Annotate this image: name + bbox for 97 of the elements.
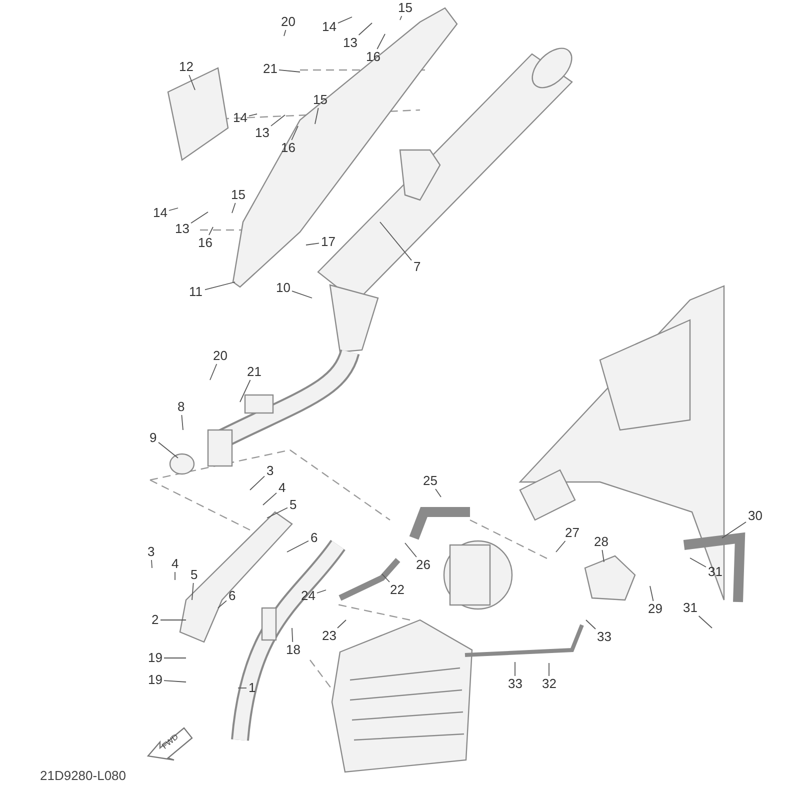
callout-number: 14 (152, 206, 168, 220)
callout-number: 31 (707, 565, 724, 579)
callout-number: 15 (230, 188, 246, 202)
leader-line (400, 16, 402, 20)
leader-line (722, 522, 746, 538)
callout-number: 4 (170, 557, 180, 571)
callout-number: 18 (285, 643, 302, 657)
leader-line (292, 628, 294, 642)
callout-number: 5 (288, 498, 298, 512)
diagram-code: 21D9280-L080 (40, 768, 126, 783)
callout-number: 27 (564, 526, 580, 540)
callout-number: 20 (212, 349, 228, 363)
callout-number: 6 (228, 589, 237, 603)
callout-number: 5 (190, 568, 199, 582)
leader-line (218, 600, 227, 608)
leader-line (164, 680, 186, 682)
callout-number: 26 (415, 558, 432, 572)
leader-line (270, 114, 286, 126)
callout-number: 19 (147, 673, 164, 687)
callout-number: 20 (280, 15, 296, 29)
callout-number: 21 (246, 365, 262, 379)
leader-line (556, 540, 566, 552)
leader-line (204, 282, 236, 290)
leader-line (380, 222, 412, 261)
callout-number: 6 (310, 531, 319, 545)
callout-number: 22 (389, 583, 406, 597)
leader-line (286, 540, 309, 552)
leader-line (316, 590, 326, 594)
leader-line (404, 542, 417, 558)
callout-number: 16 (365, 50, 382, 64)
callout-number: 30 (747, 509, 764, 523)
callout-number: 21 (262, 62, 278, 76)
leader-line (698, 616, 712, 628)
leader-line (188, 74, 196, 90)
leader-line (690, 558, 706, 568)
leader-line (306, 242, 320, 246)
leader-line (291, 126, 298, 140)
callout-number: 16 (280, 141, 296, 155)
callout-number: 25 (422, 474, 438, 488)
callout-number: 28 (593, 535, 610, 549)
callout-number: 14 (232, 111, 248, 125)
callout-number: 32 (541, 677, 558, 691)
callout-number: 14 (321, 20, 338, 34)
leader-line (278, 69, 300, 72)
callout-number: 31 (682, 601, 698, 615)
callout-number: 9 (148, 431, 158, 445)
leader-line (174, 572, 176, 580)
callout-number: 13 (342, 36, 358, 50)
leader-line (262, 492, 277, 506)
callout-number: 3 (146, 545, 156, 559)
leader-line (548, 662, 550, 676)
callout-number: 19 (147, 651, 164, 665)
callout-number: 11 (188, 285, 204, 299)
callout-number: 15 (312, 93, 328, 107)
callout-number: 33 (596, 630, 612, 644)
callout-number: 10 (275, 281, 292, 295)
leader-line (168, 208, 178, 211)
callout-number: 29 (647, 602, 664, 616)
leader-line (232, 202, 236, 214)
leader-line (514, 662, 516, 676)
callout-number: 16 (197, 236, 214, 250)
leader-line (337, 620, 346, 628)
leader-line (266, 507, 288, 518)
leader-line (208, 226, 214, 236)
leader-line (602, 550, 604, 562)
leader-line (338, 16, 352, 24)
leader-line (650, 586, 654, 602)
callout-number: 4 (278, 481, 287, 495)
callout-number: 23 (321, 629, 338, 643)
callout-number: 8 (176, 400, 186, 414)
leader-line (586, 620, 596, 630)
leader-line (358, 22, 372, 36)
leader-line (158, 442, 178, 458)
callout-number: 3 (266, 464, 275, 478)
callout-number: 15 (397, 1, 414, 15)
callout-number: 1 (248, 681, 257, 695)
leader-line (250, 476, 265, 490)
callout-number: 33 (507, 677, 524, 691)
leader-line (314, 108, 319, 124)
leader-line (151, 560, 152, 568)
leader-line (248, 114, 258, 116)
leader-line (192, 582, 194, 600)
leader-line (190, 212, 208, 224)
leader-line (435, 488, 442, 498)
callout-number: 2 (150, 613, 160, 627)
leader-line (376, 34, 386, 50)
leader-line (284, 30, 286, 36)
callout-number: 13 (254, 126, 270, 140)
leader-line (382, 574, 390, 582)
leader-line (210, 364, 218, 380)
leader-line (240, 380, 251, 402)
leader-line (181, 414, 184, 430)
callout-number: 13 (174, 222, 190, 236)
callout-number: 7 (412, 260, 422, 274)
callout-number: 17 (320, 235, 336, 249)
leader-line (292, 290, 312, 298)
callout-number: 12 (178, 60, 194, 74)
